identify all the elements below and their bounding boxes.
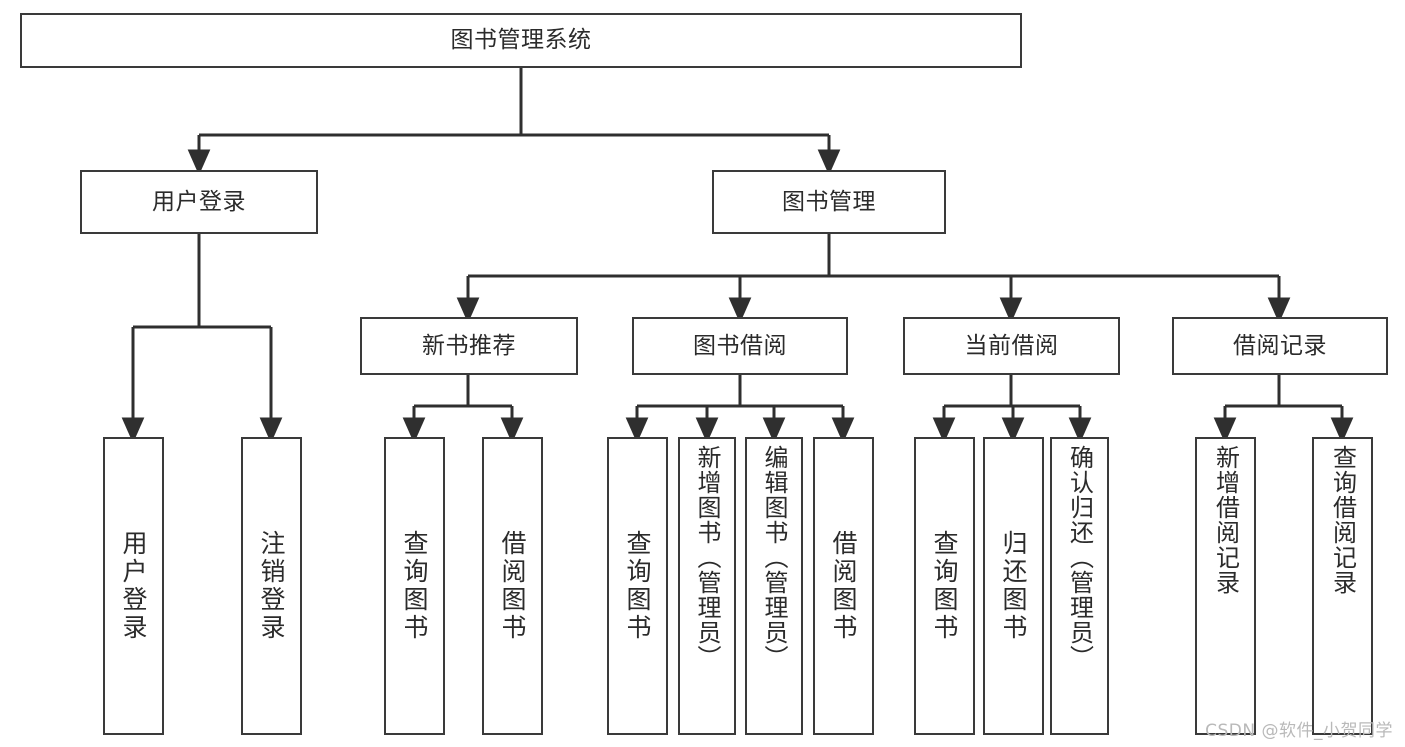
leaf-label: 编辑图书（管理员） bbox=[760, 445, 788, 670]
leaf-label: 确认归还（管理员） bbox=[1065, 445, 1094, 670]
leaf-new-book-query[interactable]: 查询图书 bbox=[384, 437, 445, 735]
leaf-label: 注销登录 bbox=[257, 530, 286, 642]
leaf-label: 查询图书 bbox=[930, 530, 959, 642]
node-root-label: 图书管理系统 bbox=[450, 27, 592, 54]
leaf-label: 借阅图书 bbox=[498, 530, 527, 642]
leaf-label: 查询借阅记录 bbox=[1328, 445, 1357, 595]
leaf-borrow-record-add[interactable]: 新增借阅记录 bbox=[1195, 437, 1256, 735]
node-current-borrow[interactable]: 当前借阅 bbox=[903, 317, 1120, 375]
watermark: CSDN @软件_小贺同学 bbox=[1205, 721, 1393, 741]
leaf-label: 查询图书 bbox=[400, 530, 429, 642]
node-borrow-record-label: 借阅记录 bbox=[1233, 332, 1327, 359]
node-new-book-recommend-label: 新书推荐 bbox=[422, 332, 516, 359]
node-current-borrow-label: 当前借阅 bbox=[964, 332, 1059, 359]
leaf-current-borrow-query[interactable]: 查询图书 bbox=[914, 437, 975, 735]
leaf-book-borrow-query[interactable]: 查询图书 bbox=[607, 437, 668, 735]
leaf-user-login-logout[interactable]: 注销登录 bbox=[241, 437, 302, 735]
node-new-book-recommend[interactable]: 新书推荐 bbox=[360, 317, 578, 375]
leaf-current-borrow-confirm[interactable]: 确认归还（管理员） bbox=[1050, 437, 1109, 735]
leaf-label: 借阅图书 bbox=[829, 530, 858, 642]
node-root[interactable]: 图书管理系统 bbox=[20, 13, 1022, 68]
leaf-book-borrow-edit[interactable]: 编辑图书（管理员） bbox=[745, 437, 803, 735]
node-book-borrow[interactable]: 图书借阅 bbox=[632, 317, 848, 375]
leaf-label: 查询图书 bbox=[623, 530, 652, 642]
leaf-label: 新增借阅记录 bbox=[1211, 445, 1240, 595]
leaf-label: 用户登录 bbox=[119, 530, 148, 642]
leaf-book-borrow-add[interactable]: 新增图书（管理员） bbox=[678, 437, 736, 735]
leaf-new-book-borrow[interactable]: 借阅图书 bbox=[482, 437, 543, 735]
leaf-label: 归还图书 bbox=[999, 530, 1028, 642]
node-user-login[interactable]: 用户登录 bbox=[80, 170, 318, 234]
leaf-borrow-record-query[interactable]: 查询借阅记录 bbox=[1312, 437, 1373, 735]
leaf-user-login-login[interactable]: 用户登录 bbox=[103, 437, 164, 735]
node-book-management[interactable]: 图书管理 bbox=[712, 170, 946, 234]
node-borrow-record[interactable]: 借阅记录 bbox=[1172, 317, 1388, 375]
leaf-current-borrow-return[interactable]: 归还图书 bbox=[983, 437, 1044, 735]
leaf-book-borrow-borrow[interactable]: 借阅图书 bbox=[813, 437, 874, 735]
node-user-login-label: 用户登录 bbox=[152, 188, 246, 215]
leaf-label: 新增图书（管理员） bbox=[693, 445, 721, 670]
node-book-management-label: 图书管理 bbox=[782, 188, 876, 215]
node-book-borrow-label: 图书借阅 bbox=[693, 332, 787, 359]
